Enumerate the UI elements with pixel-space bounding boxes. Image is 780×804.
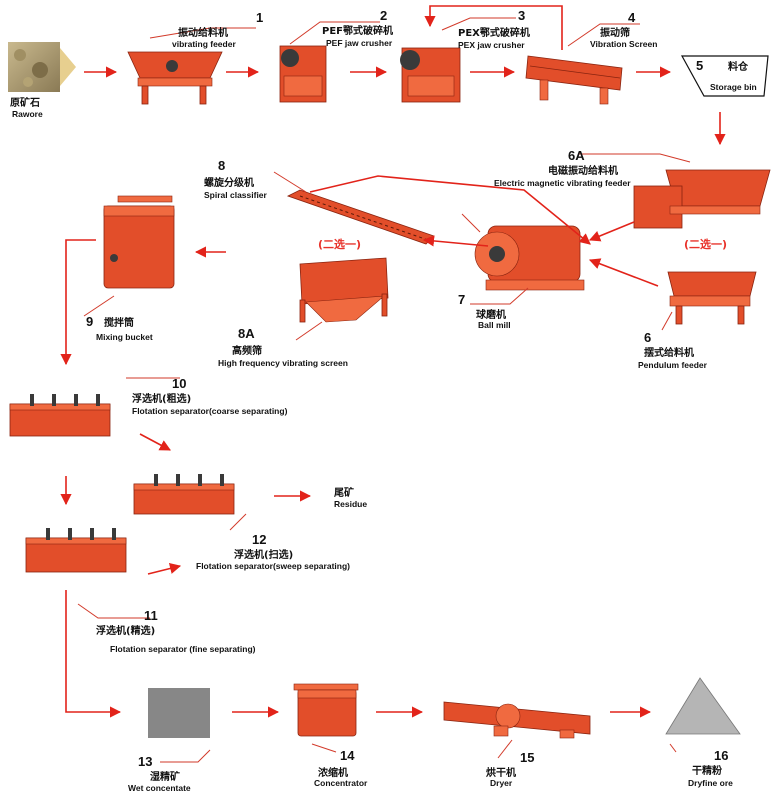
- wet-en: Wet concentate: [128, 783, 191, 793]
- mixing-en: Mixing bucket: [96, 332, 153, 342]
- feeder-cn: 振动给料机: [178, 26, 228, 39]
- screen-choice: (二选一): [318, 237, 361, 251]
- dryer-en: Dryer: [490, 778, 513, 788]
- storage-cn: 料仓: [728, 60, 749, 73]
- dryfine-cn: 干精粉: [692, 764, 722, 777]
- flot-sweep-cn: 浮选机(扫选): [234, 548, 293, 561]
- pef-cn: PEF鄂式破碎机: [322, 24, 393, 37]
- flow-arrows: [60, 5, 726, 718]
- pex-num: 3: [518, 8, 525, 23]
- flot-sweep-en: Flotation separator(sweep separating): [196, 561, 350, 571]
- rawore-image: [8, 42, 76, 92]
- pef-en: PEF jaw crusher: [326, 38, 393, 48]
- screen-num: 4: [628, 10, 636, 25]
- screen-cn: 振动筛: [600, 26, 630, 39]
- hfscreen-cn: 高频筛: [232, 344, 262, 357]
- mixing-bucket-machine: [103, 195, 175, 289]
- classifier-en: Spiral classifier: [204, 190, 268, 200]
- flot-sweep-num: 12: [252, 532, 266, 547]
- dryfine-ore-shape: [665, 677, 741, 735]
- flot-coarse-num: 10: [172, 376, 186, 391]
- vibration-screen-machine: [525, 55, 623, 105]
- pef-num: 2: [380, 8, 387, 23]
- rawore-cn: 原矿石: [10, 96, 40, 109]
- spiral-classifier-machine: [286, 189, 435, 245]
- storage-en: Storage bin: [710, 82, 757, 92]
- flot-coarse-en: Flotation separator(coarse separating): [132, 406, 288, 416]
- classifier-num: 8: [218, 158, 225, 173]
- ball-mill-machine: [474, 225, 585, 291]
- emfeeder-en: Electric magnetic vibrating feeder: [494, 178, 631, 188]
- classifier-cn: 螺旋分级机: [204, 176, 254, 189]
- emfeeder-cn: 电磁振动给料机: [548, 164, 618, 177]
- high-frequency-screen-machine: [299, 257, 389, 323]
- flot-fine-cn: 浮选机(精选): [96, 624, 155, 637]
- mixing-num: 9: [86, 314, 93, 329]
- screen-en: Vibration Screen: [590, 39, 657, 49]
- wet-num: 13: [138, 754, 152, 769]
- pex-cn: PEX鄂式破碎机: [458, 26, 530, 39]
- pendulum-num: 6: [644, 330, 651, 345]
- ballmill-num: 7: [458, 292, 465, 307]
- dryfine-en: Dryfine ore: [688, 778, 733, 788]
- concentrator-num: 14: [340, 748, 355, 763]
- emfeeder-num: 6A: [568, 148, 585, 163]
- flot-coarse-cn: 浮选机(粗选): [132, 392, 191, 405]
- mixing-cn: 搅拌筒: [104, 316, 134, 329]
- leader-lines: [77, 17, 691, 763]
- residue-cn: 尾矿: [334, 486, 354, 499]
- ballmill-cn: 球磨机: [476, 308, 506, 321]
- concentrator-en: Concentrator: [314, 778, 368, 788]
- storage-num: 5: [696, 58, 703, 73]
- flotation-sweep-machine: [133, 474, 235, 515]
- feeder-choice: (二选一): [684, 237, 727, 251]
- hfscreen-num: 8A: [238, 326, 255, 341]
- flotation-fine-machine: [25, 528, 127, 573]
- pef-jaw-crusher-machine: [279, 45, 327, 103]
- pendulum-cn: 摆式给料机: [644, 346, 694, 359]
- ballmill-en: Ball mill: [478, 320, 511, 330]
- dryer-num: 15: [520, 750, 534, 765]
- rawore-en: Rawore: [12, 109, 43, 119]
- dryer-cn: 烘干机: [486, 766, 516, 779]
- hfscreen-en: High frequency vibrating screen: [218, 358, 348, 368]
- storage-bin-shape: [680, 55, 769, 97]
- concentrator-machine: [293, 683, 359, 737]
- pendulum-feeder-machine: [667, 271, 757, 325]
- pendulum-en: Pendulum feeder: [638, 360, 708, 370]
- feeder-en: vibrating feeder: [172, 39, 236, 49]
- pex-jaw-crusher-machine: [400, 47, 461, 103]
- wet-concentrate-image: [148, 688, 210, 738]
- electric-magnetic-feeder-machine: [633, 169, 771, 229]
- flot-fine-en: Flotation separator (fine separating): [110, 644, 256, 654]
- dryer-machine: [443, 701, 591, 739]
- flotation-coarse-machine: [9, 394, 111, 437]
- vibrating-feeder-machine: [127, 51, 223, 105]
- concentrator-cn: 浓缩机: [318, 766, 348, 779]
- dryfine-num: 16: [714, 748, 728, 763]
- feeder-num: 1: [256, 10, 263, 25]
- pex-en: PEX jaw crusher: [458, 40, 525, 50]
- wet-cn: 湿精矿: [150, 770, 180, 783]
- residue-en: Residue: [334, 499, 367, 509]
- flot-fine-num: 11: [144, 608, 158, 623]
